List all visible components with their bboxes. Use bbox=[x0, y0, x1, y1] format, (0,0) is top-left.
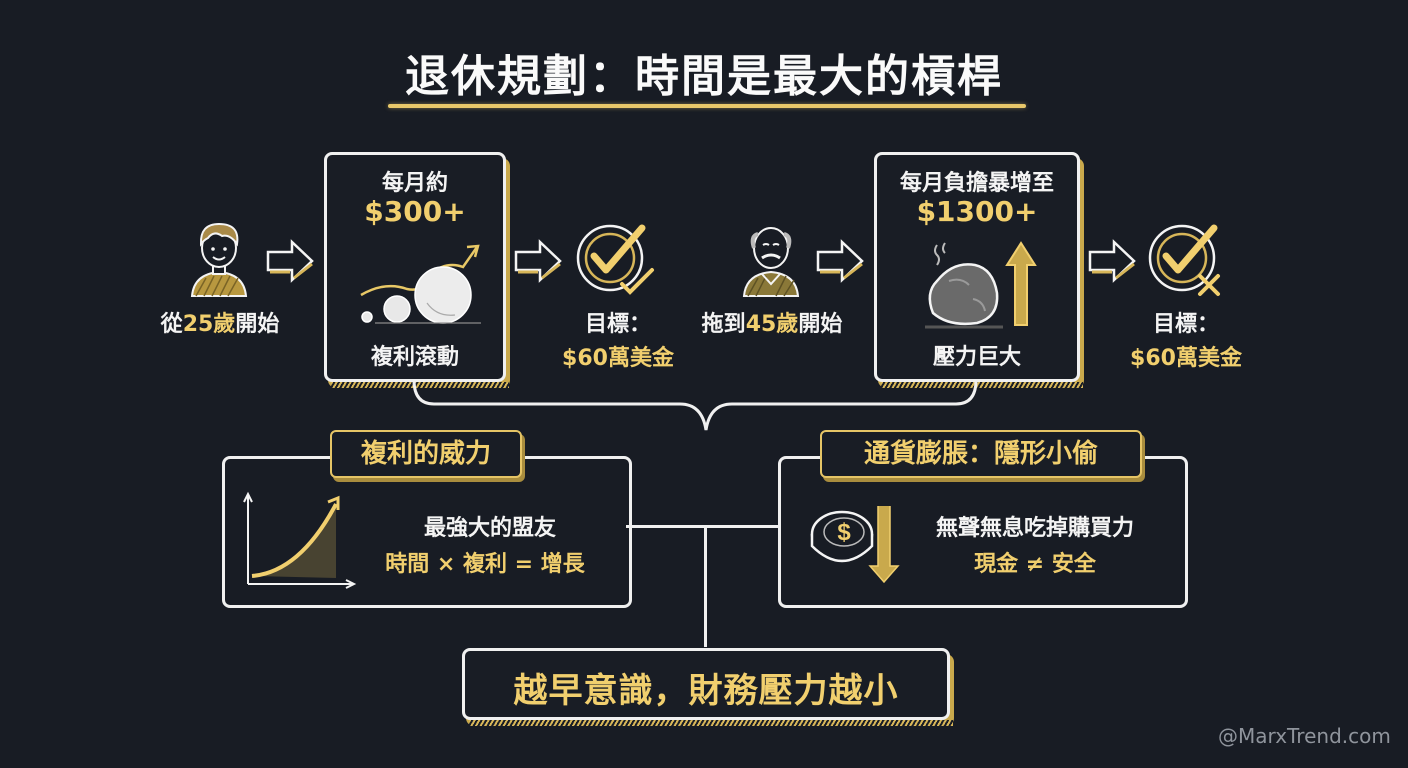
brace-connector bbox=[410, 379, 980, 440]
exponential-growth-chart-icon bbox=[240, 490, 360, 594]
conclusion-text: 越早意識，財務壓力越小 bbox=[513, 671, 899, 711]
right-arrow-icon bbox=[1088, 239, 1138, 286]
young-person-icon bbox=[186, 218, 252, 298]
early-box-heading: 每月約 bbox=[381, 171, 448, 196]
connector-horizontal bbox=[626, 525, 778, 528]
compound-line1: 最強大的盟友 bbox=[423, 516, 556, 541]
early-monthly-box: 每月約 $300+ 複利滾動 bbox=[324, 152, 509, 388]
page-title: 退休規劃：時間是最大的槓桿 bbox=[405, 51, 1003, 102]
early-start-label: 從25歲開始 bbox=[160, 312, 280, 337]
early-goal-label: 目標： bbox=[584, 312, 651, 337]
late-box-caption: 壓力巨大 bbox=[932, 345, 1021, 370]
early-box-amount: $300+ bbox=[364, 195, 466, 228]
connector-vertical bbox=[704, 525, 707, 647]
check-with-cross-icon bbox=[1146, 222, 1236, 306]
right-arrow-icon bbox=[266, 239, 316, 286]
double-check-icon bbox=[574, 222, 664, 306]
compound-line2: 時間 × 複利 = 增長 bbox=[385, 552, 585, 577]
compound-tag: 複利的威力 bbox=[330, 430, 522, 478]
right-arrow-icon bbox=[816, 239, 866, 286]
late-start-label: 拖到45歲開始 bbox=[701, 312, 843, 337]
snowballs-growth-icon bbox=[355, 237, 485, 331]
inflation-line2: 現金 ≠ 安全 bbox=[974, 552, 1096, 577]
conclusion-box: 越早意識，財務壓力越小 bbox=[462, 648, 953, 726]
old-person-icon bbox=[738, 218, 804, 302]
title-underline bbox=[388, 104, 1026, 108]
heavy-rock-up-arrow-icon bbox=[923, 241, 1043, 335]
inflation-tag: 通貨膨脹：隱形小偷 bbox=[820, 430, 1142, 478]
inflation-line1: 無聲無息吃掉購買力 bbox=[935, 516, 1134, 541]
coin-down-arrow-icon: $ bbox=[806, 506, 900, 590]
svg-text:$: $ bbox=[837, 519, 851, 546]
late-box-amount: $1300+ bbox=[916, 195, 1038, 228]
early-goal-amount: $60萬美金 bbox=[562, 346, 674, 371]
late-monthly-box: 每月負擔暴增至 $1300+ 壓力巨大 bbox=[874, 152, 1083, 388]
early-box-caption: 複利滾動 bbox=[370, 345, 459, 370]
watermark: @MarxTrend.com bbox=[1218, 724, 1391, 748]
late-box-heading: 每月負擔暴增至 bbox=[899, 171, 1054, 196]
late-goal-amount: $60萬美金 bbox=[1130, 346, 1242, 371]
late-goal-label: 目標： bbox=[1152, 312, 1219, 337]
right-arrow-icon bbox=[514, 239, 564, 286]
